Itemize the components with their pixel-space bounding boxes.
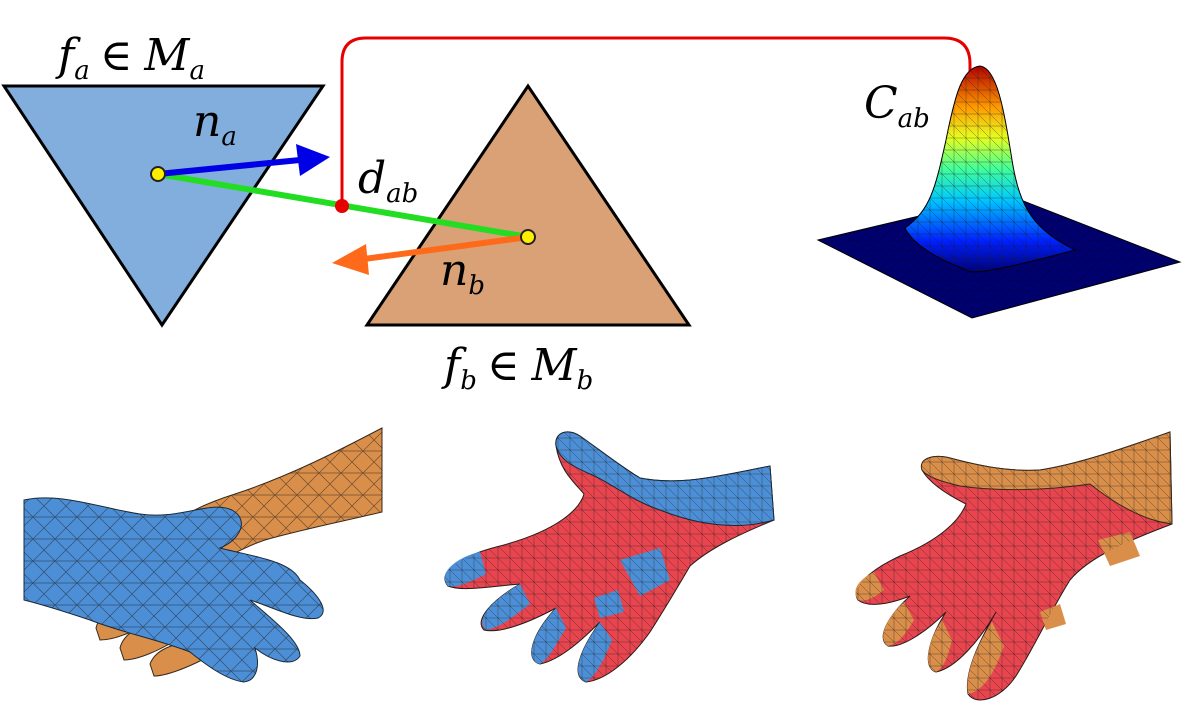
hand-contact-blue-image — [444, 431, 775, 683]
normal-b-arrow — [363, 234, 529, 262]
label-na: na — [193, 96, 237, 152]
hand-contact-orange-image — [855, 431, 1173, 701]
centroid-a-dot — [150, 166, 166, 182]
face-a-triangle — [1, 84, 326, 328]
label-dab: dab — [358, 153, 418, 209]
label-cab: Cab — [864, 78, 930, 134]
label-fa: fa∈Ma — [55, 30, 205, 86]
label-nb: nb — [440, 245, 485, 301]
link-path — [340, 36, 972, 206]
label-fb: fb∈Mb — [441, 340, 593, 396]
hands-handshake-image — [23, 427, 383, 683]
normal-b-arrowhead — [332, 244, 369, 275]
link-dot-distance — [335, 199, 349, 213]
face-b-triangle — [364, 83, 692, 327]
centroid-b-dot — [520, 229, 536, 245]
gaussian-surface-icon — [816, 65, 1182, 319]
normal-a-arrow — [157, 157, 301, 177]
normal-a-arrowhead — [296, 144, 330, 176]
